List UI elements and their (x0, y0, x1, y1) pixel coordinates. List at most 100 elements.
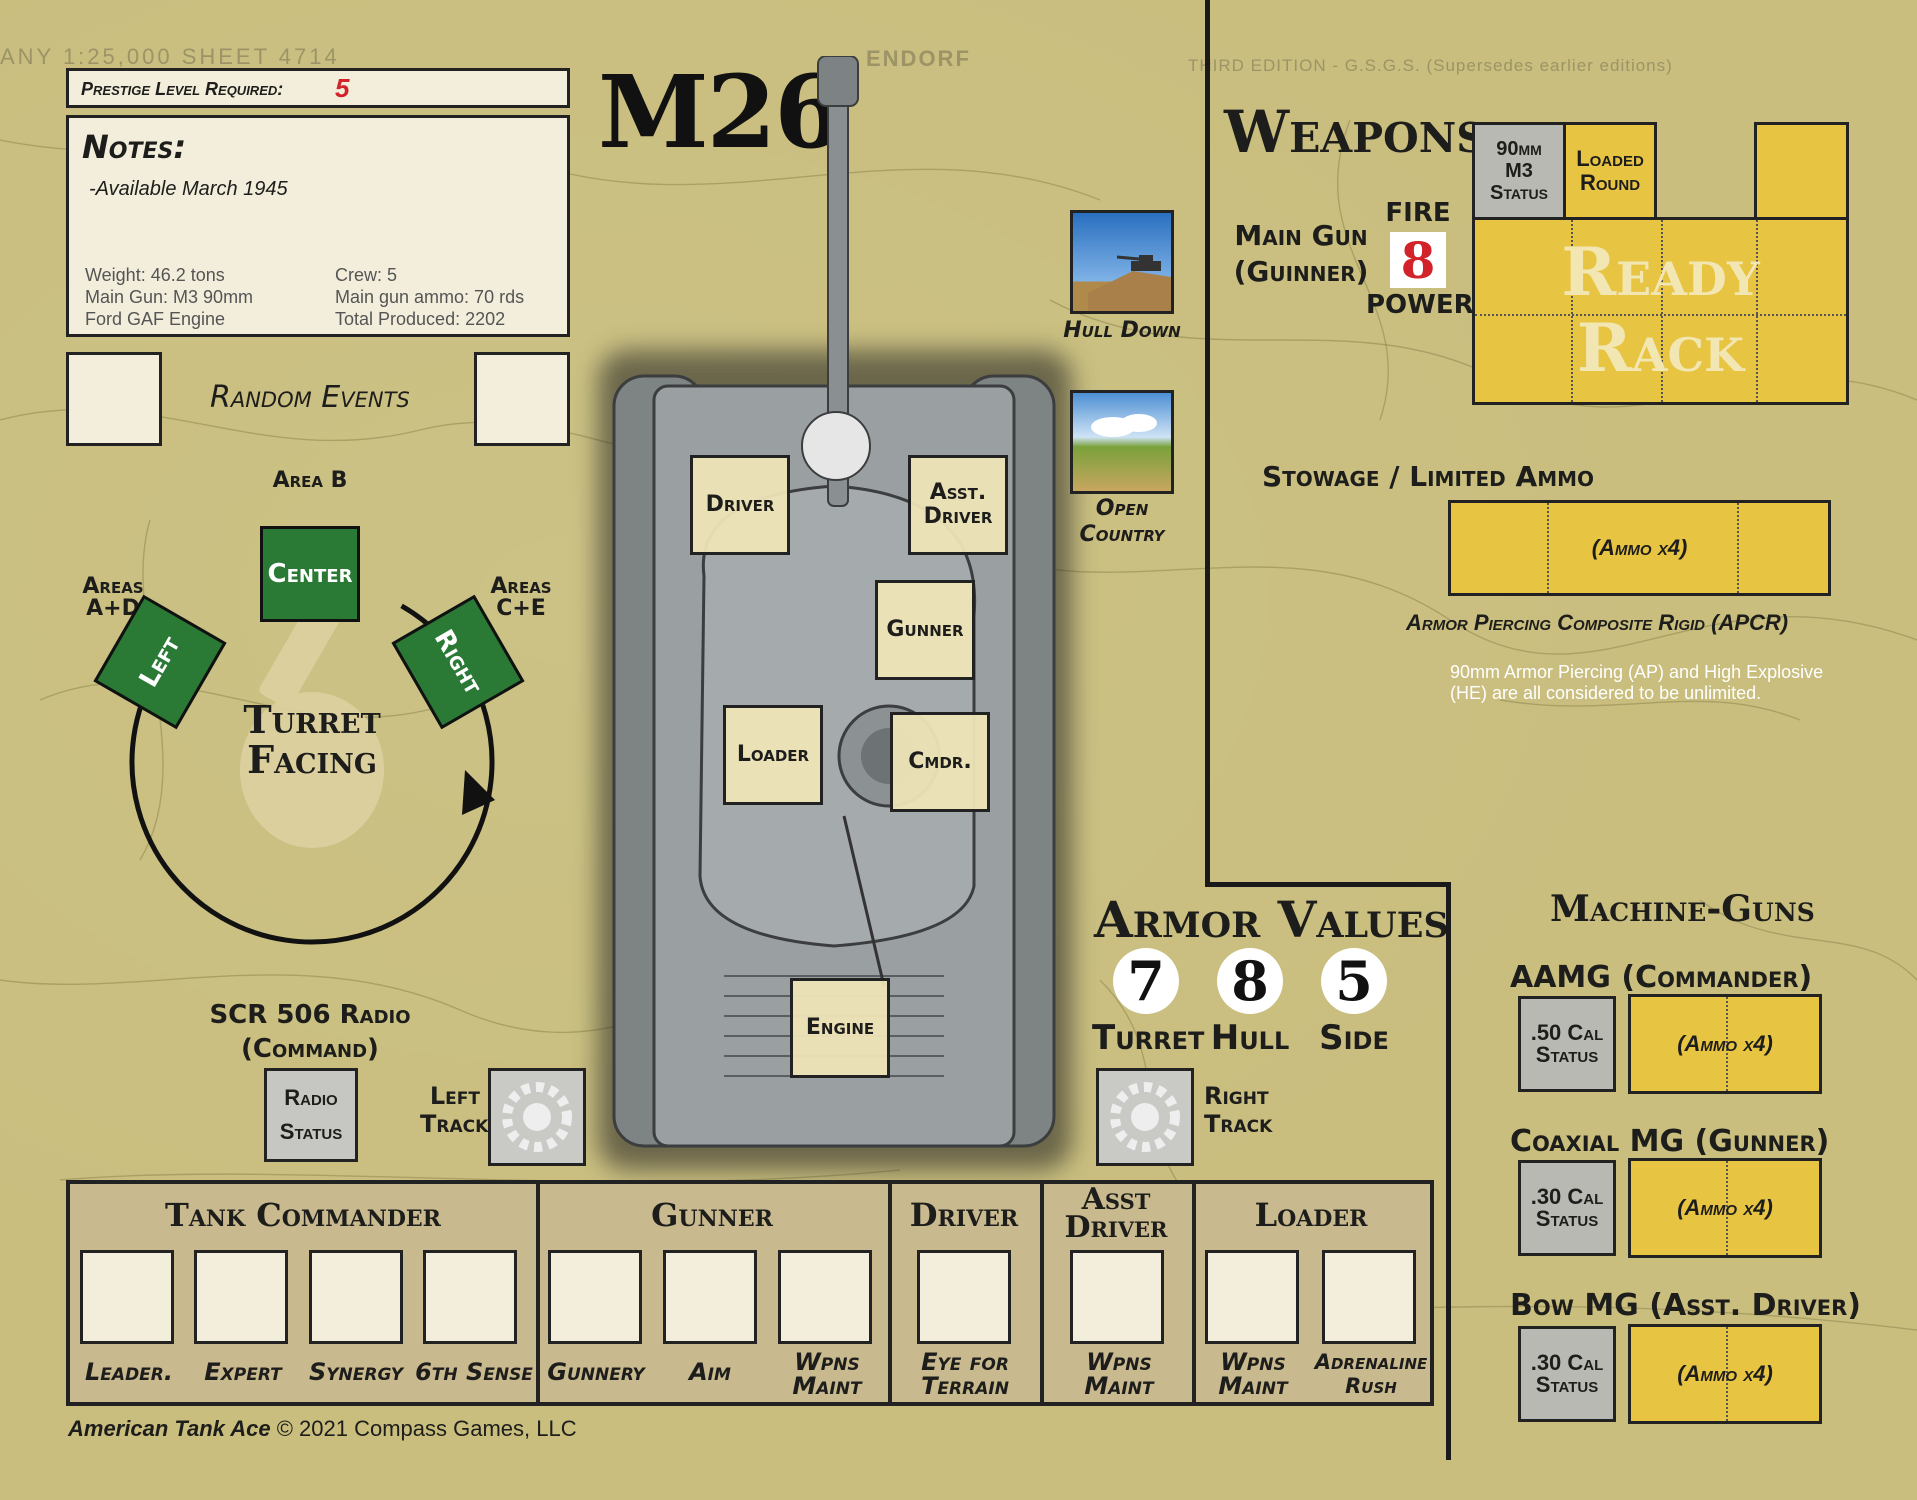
notes-box: Notes: -Available March 1945 Weight: 46.… (66, 115, 570, 337)
right-track-line1: Right (1204, 1082, 1269, 1110)
ready-rack-top-slot[interactable] (1754, 122, 1849, 222)
skill-slot-leader[interactable] (80, 1250, 174, 1344)
crew-position-gunner[interactable]: Gunner (875, 580, 975, 680)
skill-label-adrenaline: Adrenaline (1314, 1350, 1428, 1374)
skill-slot-gunner-wpns-maint[interactable] (778, 1250, 872, 1344)
random-event-slot-right[interactable] (474, 352, 570, 446)
bow-mg-status-box[interactable]: .30 Cal Status (1518, 1326, 1616, 1422)
notes-weight: Weight: 46.2 tons (85, 265, 225, 285)
open-country-slot[interactable] (1070, 390, 1174, 494)
aamg-status-box[interactable]: .50 Cal Status (1518, 996, 1616, 1092)
left-track-line2: Track (420, 1110, 489, 1138)
radio-status-line2: Status (279, 1119, 343, 1144)
radio-status-box[interactable]: Radio Status (264, 1068, 358, 1162)
skill-slot-eye-for-terrain[interactable] (917, 1250, 1011, 1344)
skill-slot-loader-wpns-maint[interactable] (1205, 1250, 1299, 1344)
armor-hull-value: 8 (1217, 948, 1283, 1014)
stowage-ammo-label: (Ammo x4) (1591, 535, 1688, 560)
apcr-label: Armor Piercing Composite Rigid (APCR) (1406, 610, 1789, 635)
radio-subtitle: (Command) (241, 1034, 379, 1064)
crew-position-loader[interactable]: Loader (723, 705, 823, 805)
turret-facing-line2: Facing (247, 737, 377, 782)
skill-slot-synergy[interactable] (309, 1250, 403, 1344)
divider-horizontal (1205, 882, 1451, 887)
skill-slot-asst-driver-wpns-maint[interactable] (1070, 1250, 1164, 1344)
turret-center-label: Center (267, 559, 353, 589)
radio-title: SCR 506 Radio (209, 1000, 411, 1030)
aamg-status-line2: Status (1535, 1042, 1599, 1067)
left-track-line1: Left (429, 1082, 480, 1110)
right-track-slot[interactable] (1096, 1068, 1194, 1166)
tank-commander-heading: Tank Commander (165, 1196, 441, 1234)
crew-position-asst-driver[interactable]: Asst. Driver (908, 455, 1008, 555)
prestige-label: Prestige Level Required: (81, 79, 284, 99)
bow-mg-ammo-label: (Ammo x4) (1677, 1361, 1773, 1386)
skill-slot-gunnery[interactable] (548, 1250, 642, 1344)
coax-status-line2: Status (1535, 1206, 1599, 1231)
skill-label-leader: Leader. (85, 1358, 173, 1386)
notes-produced: Total Produced: 2202 (335, 309, 506, 329)
coax-status-box[interactable]: .30 Cal Status (1518, 1160, 1616, 1256)
bow-mg-status-line1: .30 Cal (1530, 1350, 1604, 1375)
armor-values-title: Armor Values (1094, 890, 1449, 949)
loaded-round-line2: Round (1579, 170, 1641, 195)
notes-title: Notes: (82, 128, 187, 166)
skill-label-terrain: Terrain (921, 1372, 1009, 1400)
main-gun-label: Main Gun (1234, 219, 1368, 252)
random-event-slot-left[interactable] (66, 352, 162, 446)
weapons-title: Weapons (1224, 98, 1486, 166)
coax-status-line1: .30 Cal (1530, 1184, 1604, 1209)
crew-position-cmdr[interactable]: Cmdr. (890, 712, 990, 812)
stowage-title: Stowage / Limited Ammo (1262, 460, 1595, 493)
stowage-ammo-box[interactable]: (Ammo x4) (1448, 500, 1831, 596)
divider-weapons-vertical (1205, 0, 1210, 886)
skill-label-aim: Aim (689, 1358, 731, 1386)
loader-heading: Loader (1254, 1196, 1368, 1234)
skill-slot-expert[interactable] (194, 1250, 288, 1344)
tank-name: M26 (598, 53, 844, 171)
left-track-slot[interactable] (488, 1068, 586, 1166)
skill-label-loader-maint: Maint (1218, 1372, 1288, 1400)
skill-label-gunnery: Gunnery (547, 1358, 645, 1386)
armor-side-value: 5 (1321, 948, 1387, 1014)
footer-copyright: © 2021 Compass Games, LLC (276, 1416, 577, 1441)
skill-label-6th-sense: 6th Sense (415, 1358, 533, 1386)
main-gun-status-line3: Status (1490, 182, 1548, 204)
asst-driver-heading-line2: Driver (1064, 1210, 1168, 1245)
bow-mg-ammo-box[interactable]: (Ammo x4) (1628, 1324, 1822, 1424)
main-gun-status-box[interactable]: 90mm M3 Status (1472, 122, 1566, 220)
skill-label-eye-for: Eye for (921, 1348, 1009, 1376)
notes-available: -Available March 1945 (89, 178, 288, 200)
turret-left-label: Left (133, 631, 187, 693)
main-gun-crew-label: (Guinner) (1233, 255, 1369, 288)
notes-crew: Crew: 5 (335, 265, 398, 285)
skill-slot-6th-sense[interactable] (423, 1250, 517, 1344)
turret-center-button[interactable]: Center (260, 526, 360, 622)
loaded-round-box[interactable]: Loaded Round (1563, 122, 1657, 220)
skill-slot-aim[interactable] (663, 1250, 757, 1344)
crew-position-driver[interactable]: Driver (690, 455, 790, 555)
map-edition: THIRD EDITION - G.S.G.S. (Supersedes ear… (1188, 56, 1673, 75)
map-town: ENDORF (866, 46, 971, 71)
areas-ad-label: Areas A+D (82, 574, 144, 621)
coax-ammo-box[interactable]: (Ammo x4) (1628, 1158, 1822, 1258)
aamg-ammo-box[interactable]: (Ammo x4) (1628, 994, 1822, 1094)
skill-label-asst-wpns: Wpns (1086, 1348, 1152, 1376)
unlimited-ammo-note: 90mm Armor Piercing (AP) and High Explos… (1450, 662, 1824, 703)
skill-label-synergy: Synergy (308, 1358, 404, 1386)
right-track-line2: Track (1204, 1110, 1273, 1138)
turret-right-label: Right (427, 624, 489, 700)
area-b-label: Area B (272, 468, 348, 493)
footer: American Tank Ace © 2021 Compass Games, … (68, 1416, 577, 1442)
ready-rack-box[interactable]: Ready Rack (1472, 217, 1849, 405)
crew-position-gunner-label: Gunner (886, 617, 964, 642)
power-label: POWER (1366, 290, 1474, 320)
skill-label-rush: Rush (1345, 1374, 1397, 1398)
bow-mg-label: Bow MG (Asst. Driver) (1510, 1288, 1862, 1323)
skill-slot-adrenaline-rush[interactable] (1322, 1250, 1416, 1344)
hull-down-slot[interactable] (1070, 210, 1174, 314)
skill-label-gunner-maint: Maint (792, 1372, 862, 1400)
engine-box[interactable]: Engine (790, 978, 890, 1078)
prestige-box: Prestige Level Required: 5 (66, 68, 570, 108)
